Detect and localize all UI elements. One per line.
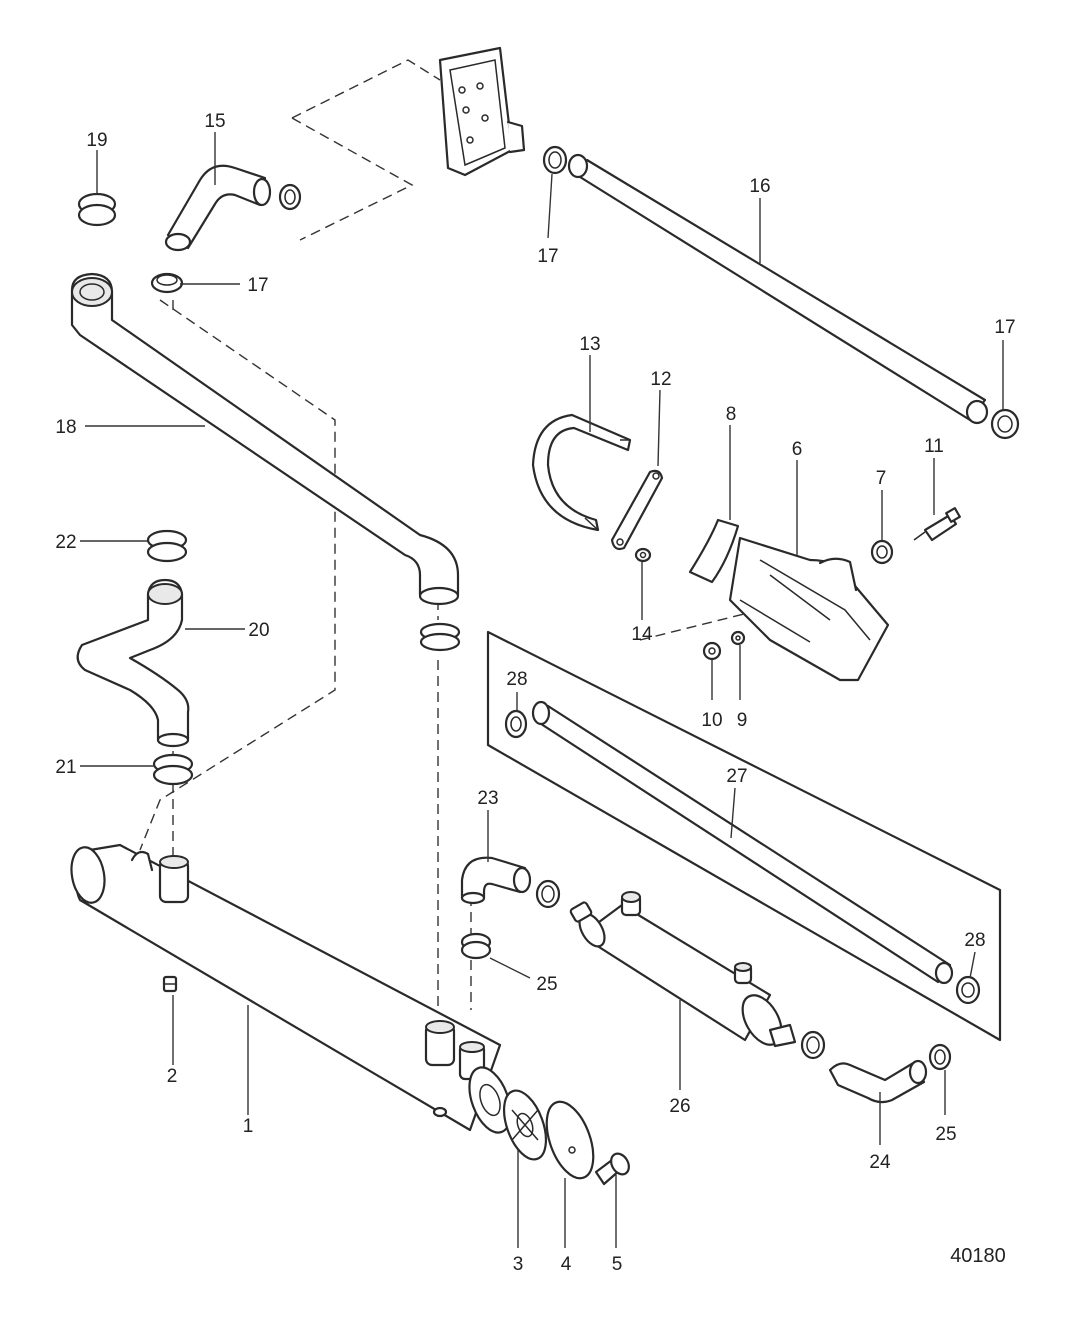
hose-clamp-19 <box>77 192 117 227</box>
callout-16: 16 <box>749 176 770 197</box>
callout-15: 15 <box>204 111 225 132</box>
callout-label-group: 1 2 3 4 5 6 7 8 9 10 11 12 13 14 15 16 1… <box>55 111 1015 1275</box>
drain-plug-2 <box>162 975 178 993</box>
callout-9: 9 <box>737 710 748 731</box>
callout-21: 21 <box>55 757 76 778</box>
callout-17c: 17 <box>994 317 1015 338</box>
mounting-plate <box>438 46 526 177</box>
kit-outline-box <box>486 630 1002 1042</box>
callout-24: 24 <box>869 1152 891 1173</box>
callout-28b: 28 <box>964 930 985 951</box>
callout-19: 19 <box>86 130 107 151</box>
callout-11: 11 <box>924 436 944 457</box>
hose-clamp-17a <box>150 272 184 294</box>
hose-clamp-15 <box>278 183 302 211</box>
s-hose-20 <box>76 578 190 748</box>
callout-20: 20 <box>248 620 269 641</box>
callout-10: 10 <box>701 710 722 731</box>
hose-clamp-28b <box>955 975 981 1005</box>
callout-6: 6 <box>792 439 803 460</box>
callout-4: 4 <box>561 1254 572 1275</box>
callout-14: 14 <box>631 624 653 645</box>
callout-23: 23 <box>477 788 498 809</box>
leader-lines <box>80 132 1004 1248</box>
hose-clamp-28a <box>504 709 528 739</box>
elbow-hose-23 <box>460 856 532 905</box>
callout-17a: 17 <box>247 275 268 296</box>
callout-28a: 28 <box>506 669 527 690</box>
hose-clamp-17b <box>542 145 568 175</box>
callout-22: 22 <box>55 532 76 553</box>
callout-8: 8 <box>726 404 737 425</box>
oil-cooler-26 <box>569 891 797 1048</box>
nut-14 <box>634 547 652 563</box>
gasket-3 <box>502 1089 548 1161</box>
callout-25b: 25 <box>935 1124 956 1145</box>
callout-13: 13 <box>579 334 600 355</box>
callout-5: 5 <box>612 1254 623 1275</box>
callout-25a: 25 <box>536 974 557 995</box>
hose-clamp-17c <box>990 408 1020 440</box>
hose-clamp-26-end <box>800 1030 826 1060</box>
grommet-7 <box>870 539 894 565</box>
bent-hose-24 <box>828 1059 928 1104</box>
assembly-dashed-lines <box>139 59 761 1010</box>
callout-17b: 17 <box>537 246 558 267</box>
callout-1: 1 <box>243 1116 254 1137</box>
hose-clamp-25b <box>928 1043 952 1071</box>
straight-hose-27 <box>531 700 954 985</box>
callout-7: 7 <box>876 468 887 489</box>
hose-clamp-18-lower <box>419 622 461 652</box>
u-bolt-13 <box>531 413 632 532</box>
diagram-code: 40180 <box>950 1245 1006 1267</box>
hose-clamp-25a <box>460 932 492 960</box>
straight-hose-16 <box>567 153 989 425</box>
hose-clamp-21 <box>152 753 194 786</box>
saddle-8 <box>688 518 740 584</box>
heat-exchanger-1 <box>70 843 512 1134</box>
end-cover-4 <box>545 1100 595 1180</box>
hose-clamp-22 <box>146 529 188 563</box>
long-hose-18 <box>70 272 460 606</box>
elbow-hose-15 <box>164 164 272 252</box>
callout-26: 26 <box>669 1096 690 1117</box>
strap-12 <box>610 469 664 551</box>
fitting-11 <box>913 507 961 542</box>
callout-labels: 19 <box>86 130 107 151</box>
callout-12: 12 <box>650 369 671 390</box>
hose-clamp-23a <box>535 879 561 909</box>
washer-9 <box>730 630 746 646</box>
callout-27: 27 <box>726 766 747 787</box>
callout-2: 2 <box>167 1066 178 1087</box>
screw-5 <box>594 1152 630 1186</box>
callout-3: 3 <box>513 1254 524 1275</box>
nut-10 <box>702 641 722 661</box>
callout-18: 18 <box>55 417 76 438</box>
mounting-bracket-6 <box>728 536 890 682</box>
